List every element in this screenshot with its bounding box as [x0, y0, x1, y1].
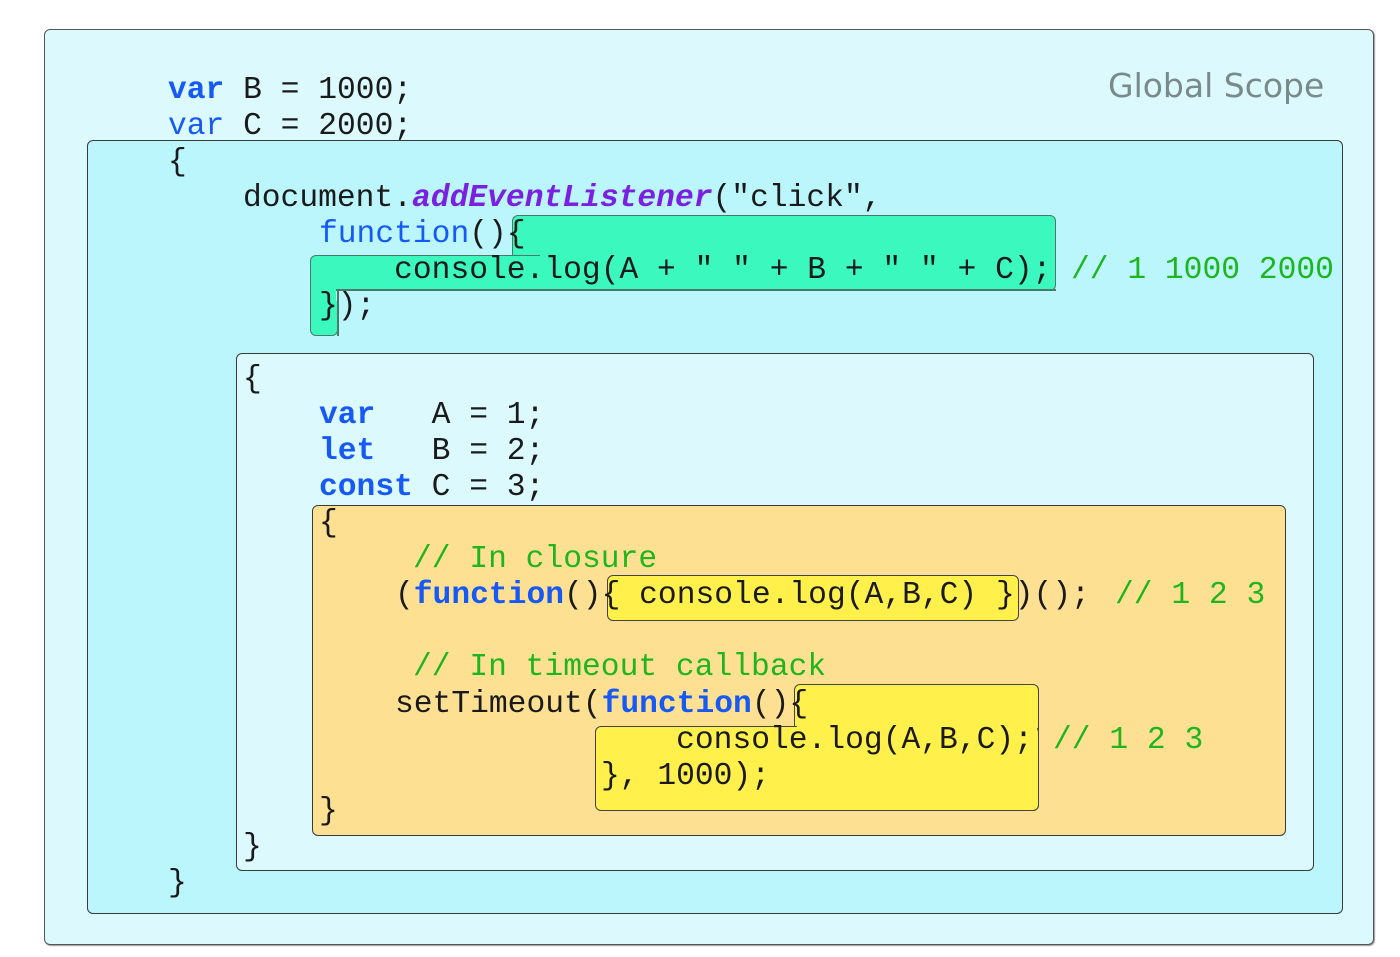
listener-fn-line: function(){	[319, 217, 526, 252]
block3-open-brace: {	[319, 506, 338, 541]
block2-close-brace: }	[243, 830, 262, 865]
keyword-function: function	[601, 687, 752, 722]
highlight-edge-v	[337, 289, 339, 336]
highlight-joint	[312, 286, 537, 290]
listener-close-line: });	[319, 289, 376, 324]
method-add-event-listener: addEventListener	[412, 181, 713, 216]
timeout-close-line: }, 1000);	[601, 759, 771, 794]
keyword-function: function	[319, 217, 470, 252]
iife-body-highlight	[607, 575, 1019, 621]
decl-const-c: const C = 3;	[319, 470, 545, 505]
block2-open-brace: {	[243, 362, 262, 397]
timeout-log-comment: // 1 2 3	[1053, 723, 1204, 758]
highlight-mask	[336, 291, 1058, 301]
listener-fn-body-highlight-tail	[310, 288, 338, 336]
highlight-edge	[336, 289, 1056, 291]
timeout-log-line: console.log(A,B,C);	[601, 723, 1033, 758]
global-decl-b: var B = 1000;	[168, 73, 413, 108]
add-event-listener-line: document.addEventListener("click",	[243, 181, 882, 216]
block1-open-brace: {	[168, 145, 187, 180]
comment-in-timeout: // In timeout callback	[413, 650, 827, 685]
highlight-joint	[797, 724, 1037, 730]
keyword-var: var	[319, 398, 376, 433]
keyword-let: let	[319, 434, 376, 469]
block3-close-brace: }	[319, 794, 338, 829]
global-decl-c: var C = 2000;	[168, 109, 413, 144]
listener-log-comment: // 1 1000 2000	[1071, 253, 1334, 288]
set-timeout-line: setTimeout(function(){	[395, 687, 809, 722]
iife-line: (function(){ console.log(A,B,C) })();	[395, 578, 1090, 613]
block1-close-brace: }	[168, 866, 187, 901]
listener-fn-body-highlight-left	[310, 255, 540, 291]
decl-let-b: let B = 2;	[319, 434, 545, 469]
decl-var-a: var A = 1;	[319, 398, 545, 433]
keyword-function: function	[413, 578, 565, 613]
keyword-var: var	[168, 109, 225, 144]
iife-comment: // 1 2 3	[1115, 578, 1266, 613]
timeout-body-highlight-lower	[595, 726, 1039, 811]
comment-in-closure: // In closure	[413, 542, 658, 577]
listener-log-line: console.log(A + " " + B + " " + C);	[319, 253, 1052, 288]
global-scope-label: Global Scope	[1108, 66, 1325, 105]
keyword-const: const	[319, 470, 413, 505]
keyword-var: var	[168, 73, 225, 108]
